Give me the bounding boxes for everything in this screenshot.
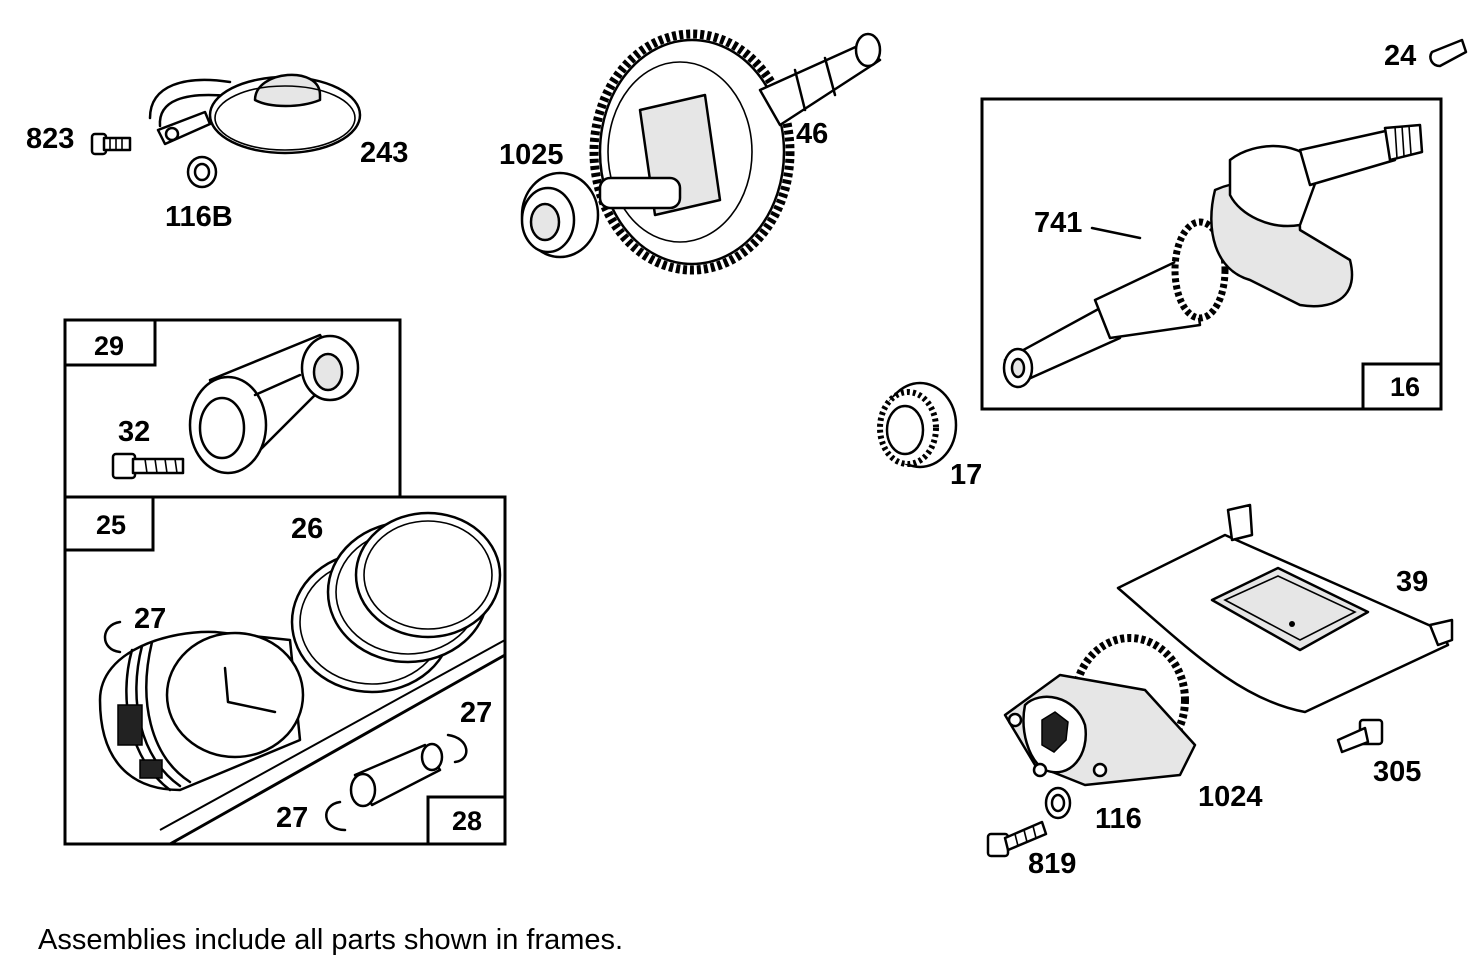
label-243: 243 (360, 137, 408, 169)
washer-1025-part (520, 171, 600, 259)
oil-baffle-39-part (1116, 503, 1454, 714)
frame-label-29: 29 (94, 331, 124, 361)
piston-pin-frame-28 (159, 639, 507, 846)
seal-116b-part (186, 155, 218, 189)
bearing-17-part (877, 381, 958, 469)
label-26: 26 (291, 513, 323, 545)
crankshaft-frame-16 (980, 97, 1443, 411)
bolt-819-part (986, 820, 1048, 858)
label-1025: 1025 (499, 139, 564, 171)
label-819: 819 (1028, 848, 1076, 880)
label-823: 823 (26, 123, 74, 155)
assemblies-caption: Assemblies include all parts shown in fr… (38, 924, 624, 956)
connecting-rod-part (188, 333, 360, 475)
label-27-right: 27 (460, 697, 492, 729)
retaining-ring-27-top-part (103, 620, 122, 654)
screw-823-part (90, 132, 132, 156)
crankshaft-part (1002, 123, 1424, 389)
label-46: 46 (796, 118, 828, 150)
bolt-32-part (111, 452, 185, 480)
leader-741 (1090, 226, 1142, 240)
label-305: 305 (1373, 756, 1421, 788)
label-24: 24 (1384, 40, 1416, 72)
label-39: 39 (1396, 566, 1428, 598)
retaining-ring-27-right-part (446, 733, 468, 764)
oil-pump-1024-part (1003, 634, 1197, 787)
piston-frame-25 (63, 495, 507, 846)
label-116b: 116B (165, 201, 233, 233)
connecting-rod-frame-29 (63, 318, 402, 497)
label-32: 32 (118, 416, 150, 448)
label-17: 17 (950, 459, 982, 491)
washer-116-part (1044, 786, 1072, 820)
bolt-305-part (1336, 718, 1384, 754)
piston-part (98, 630, 305, 792)
label-116: 116 (1095, 803, 1142, 835)
label-27-top: 27 (134, 603, 166, 635)
breather-cover-part (148, 73, 362, 155)
label-741: 741 (1034, 207, 1082, 239)
label-27-bottom: 27 (276, 802, 308, 834)
frame-label-16: 16 (1390, 372, 1420, 402)
key-24-part (1429, 38, 1468, 68)
piston-pin-part (349, 742, 444, 808)
frame-label-28: 28 (452, 806, 482, 836)
camshaft-gear-46-part (589, 29, 882, 275)
piston-rings-26-part (290, 511, 502, 694)
frame-label-25: 25 (96, 510, 126, 540)
retaining-ring-27-bottom-part (325, 800, 347, 832)
label-1024: 1024 (1198, 781, 1263, 813)
